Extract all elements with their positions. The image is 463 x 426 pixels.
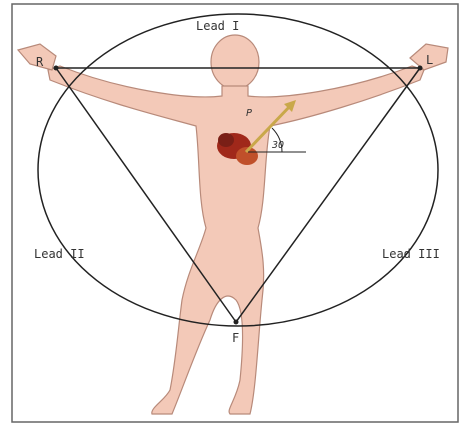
left-arm-electrode <box>418 66 423 71</box>
torso-and-arms <box>48 66 424 414</box>
lead-2-label: Lead II <box>34 247 85 261</box>
vector-label: P <box>246 108 252 119</box>
foot-label: F <box>232 331 239 345</box>
right-arm-label: R <box>36 55 44 69</box>
head <box>211 35 259 89</box>
right-arm-electrode <box>54 66 59 71</box>
lead-3-label: Lead III <box>382 247 440 261</box>
left-arm-label: L <box>426 53 433 67</box>
foot-electrode <box>234 320 239 325</box>
body-silhouette <box>48 35 424 414</box>
angle-label: 30 <box>271 140 284 151</box>
lead-1-label: Lead I <box>196 19 239 33</box>
